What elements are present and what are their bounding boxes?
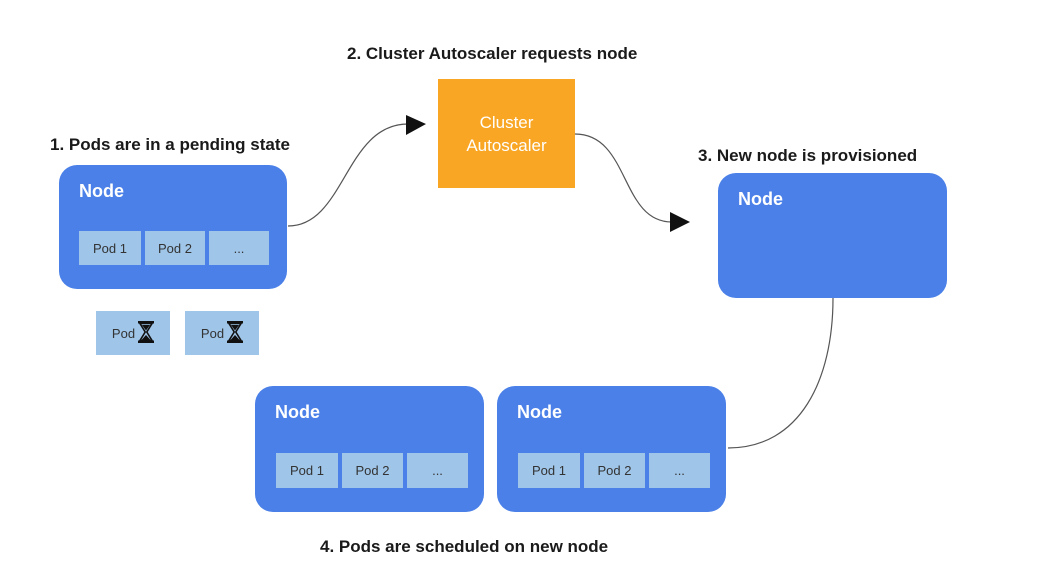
autoscaler-label-line1: Cluster bbox=[479, 112, 534, 132]
pending-pod: Pod bbox=[96, 311, 170, 355]
node-title: Node bbox=[517, 402, 562, 422]
arrowhead-to-autoscaler bbox=[406, 115, 426, 135]
pod-1: Pod 1 bbox=[276, 453, 338, 488]
autoscaler-label-line2: Autoscaler bbox=[466, 135, 547, 155]
pending-pod: Pod bbox=[185, 311, 259, 355]
step-3-label: 3. New node is provisioned bbox=[698, 146, 918, 165]
node-title: Node bbox=[79, 181, 124, 201]
hourglass-icon bbox=[138, 320, 155, 346]
pod-more: ... bbox=[649, 453, 710, 488]
scheduled-node-left: Node Pod 1 Pod 2 ... bbox=[255, 386, 484, 512]
node-title: Node bbox=[738, 189, 783, 209]
pod-2: Pod 2 bbox=[584, 453, 645, 488]
step-1-label: 1. Pods are in a pending state bbox=[50, 135, 290, 154]
pending-pod-label: Pod bbox=[200, 325, 225, 341]
pod-2: Pod 2 bbox=[145, 231, 205, 265]
arrowhead-to-new-node bbox=[670, 212, 690, 232]
connector-autoscaler-to-new-node bbox=[574, 133, 673, 223]
pod-2: Pod 2 bbox=[342, 453, 403, 488]
node-title: Node bbox=[275, 402, 320, 422]
pod-more: ... bbox=[407, 453, 468, 488]
cluster-autoscaler-box: Cluster Autoscaler bbox=[438, 79, 575, 188]
pod-1: Pod 1 bbox=[79, 231, 141, 265]
connector-node-to-autoscaler bbox=[287, 123, 409, 227]
pod-1: Pod 1 bbox=[518, 453, 580, 488]
step-4-label: 4. Pods are scheduled on new node bbox=[320, 537, 609, 556]
new-node: Node bbox=[718, 173, 947, 298]
hourglass-icon bbox=[227, 320, 244, 346]
pod-more: ... bbox=[209, 231, 269, 265]
existing-node: Node Pod 1 Pod 2 ... bbox=[59, 165, 287, 289]
connector-new-node-to-bottom-node bbox=[727, 297, 834, 449]
scheduled-node-right: Node Pod 1 Pod 2 ... bbox=[497, 386, 726, 512]
step-2-label: 2. Cluster Autoscaler requests node bbox=[347, 44, 638, 63]
pending-pod-label: Pod bbox=[111, 325, 136, 341]
